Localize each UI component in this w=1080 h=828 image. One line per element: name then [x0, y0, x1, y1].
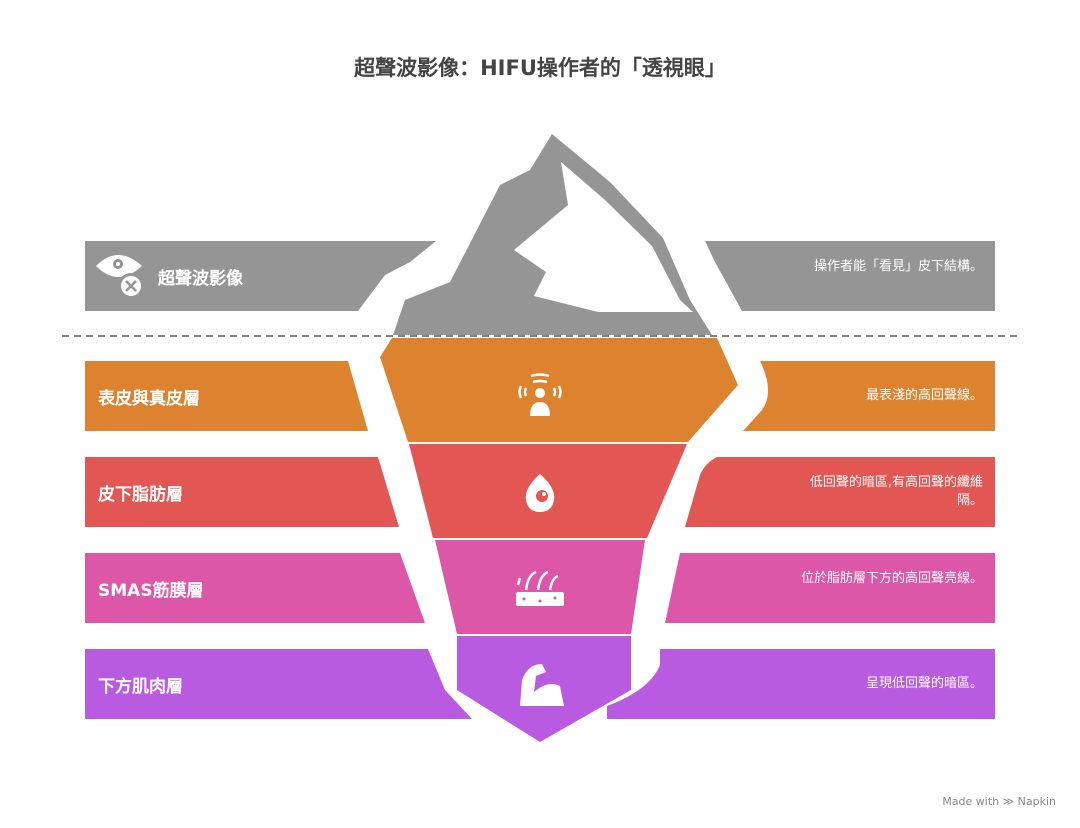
layer-desc-smas: 位於脂肪層下方的高回聲亮線。	[800, 571, 983, 586]
left-bar-smas	[85, 553, 425, 623]
muscle-icon	[520, 664, 564, 706]
layer-desc-muscle: 呈現低回聲的暗區。	[865, 676, 983, 691]
layer-desc-epidermis: 最表淺的高回聲線。	[865, 388, 983, 403]
iceberg-smas	[435, 540, 645, 634]
right-bar-muscle	[607, 649, 995, 719]
layer-desc-ultrasound: 操作者能「看見」皮下結構。	[813, 259, 983, 274]
right-bar-ultrasound	[705, 241, 995, 311]
iceberg-epidermis	[380, 338, 738, 442]
left-bar-fat	[85, 457, 399, 527]
eye-cross-icon	[96, 255, 144, 299]
layer-desc-fat: 低回聲的暗區,有高回聲的纖維隔。	[809, 475, 983, 508]
layer-label-epidermis: 表皮與真皮層	[98, 389, 200, 409]
right-bar-smas	[665, 553, 995, 623]
layer-label-smas: SMAS筋膜層	[98, 581, 204, 601]
iceberg-snow	[514, 162, 693, 312]
layer-label-ultrasound: 超聲波影像	[158, 269, 243, 289]
layer-label-muscle: 下方肌肉層	[98, 677, 183, 697]
right-bar-fat	[685, 457, 995, 527]
napkin-credit: Made with ≫ Napkin	[942, 795, 1056, 808]
left-bar-epidermis	[85, 361, 368, 431]
tissue-icon	[516, 570, 564, 606]
left-bar-ultrasound	[85, 241, 436, 311]
right-bar-epidermis	[743, 361, 995, 431]
layer-label-fat: 皮下脂肪層	[98, 485, 183, 505]
fat-cell-icon	[525, 474, 555, 512]
page-title: 超聲波影像：HIFU操作者的「透視眼」	[354, 56, 726, 80]
left-bar-muscle	[85, 649, 472, 719]
skin-signal-icon	[518, 373, 562, 416]
